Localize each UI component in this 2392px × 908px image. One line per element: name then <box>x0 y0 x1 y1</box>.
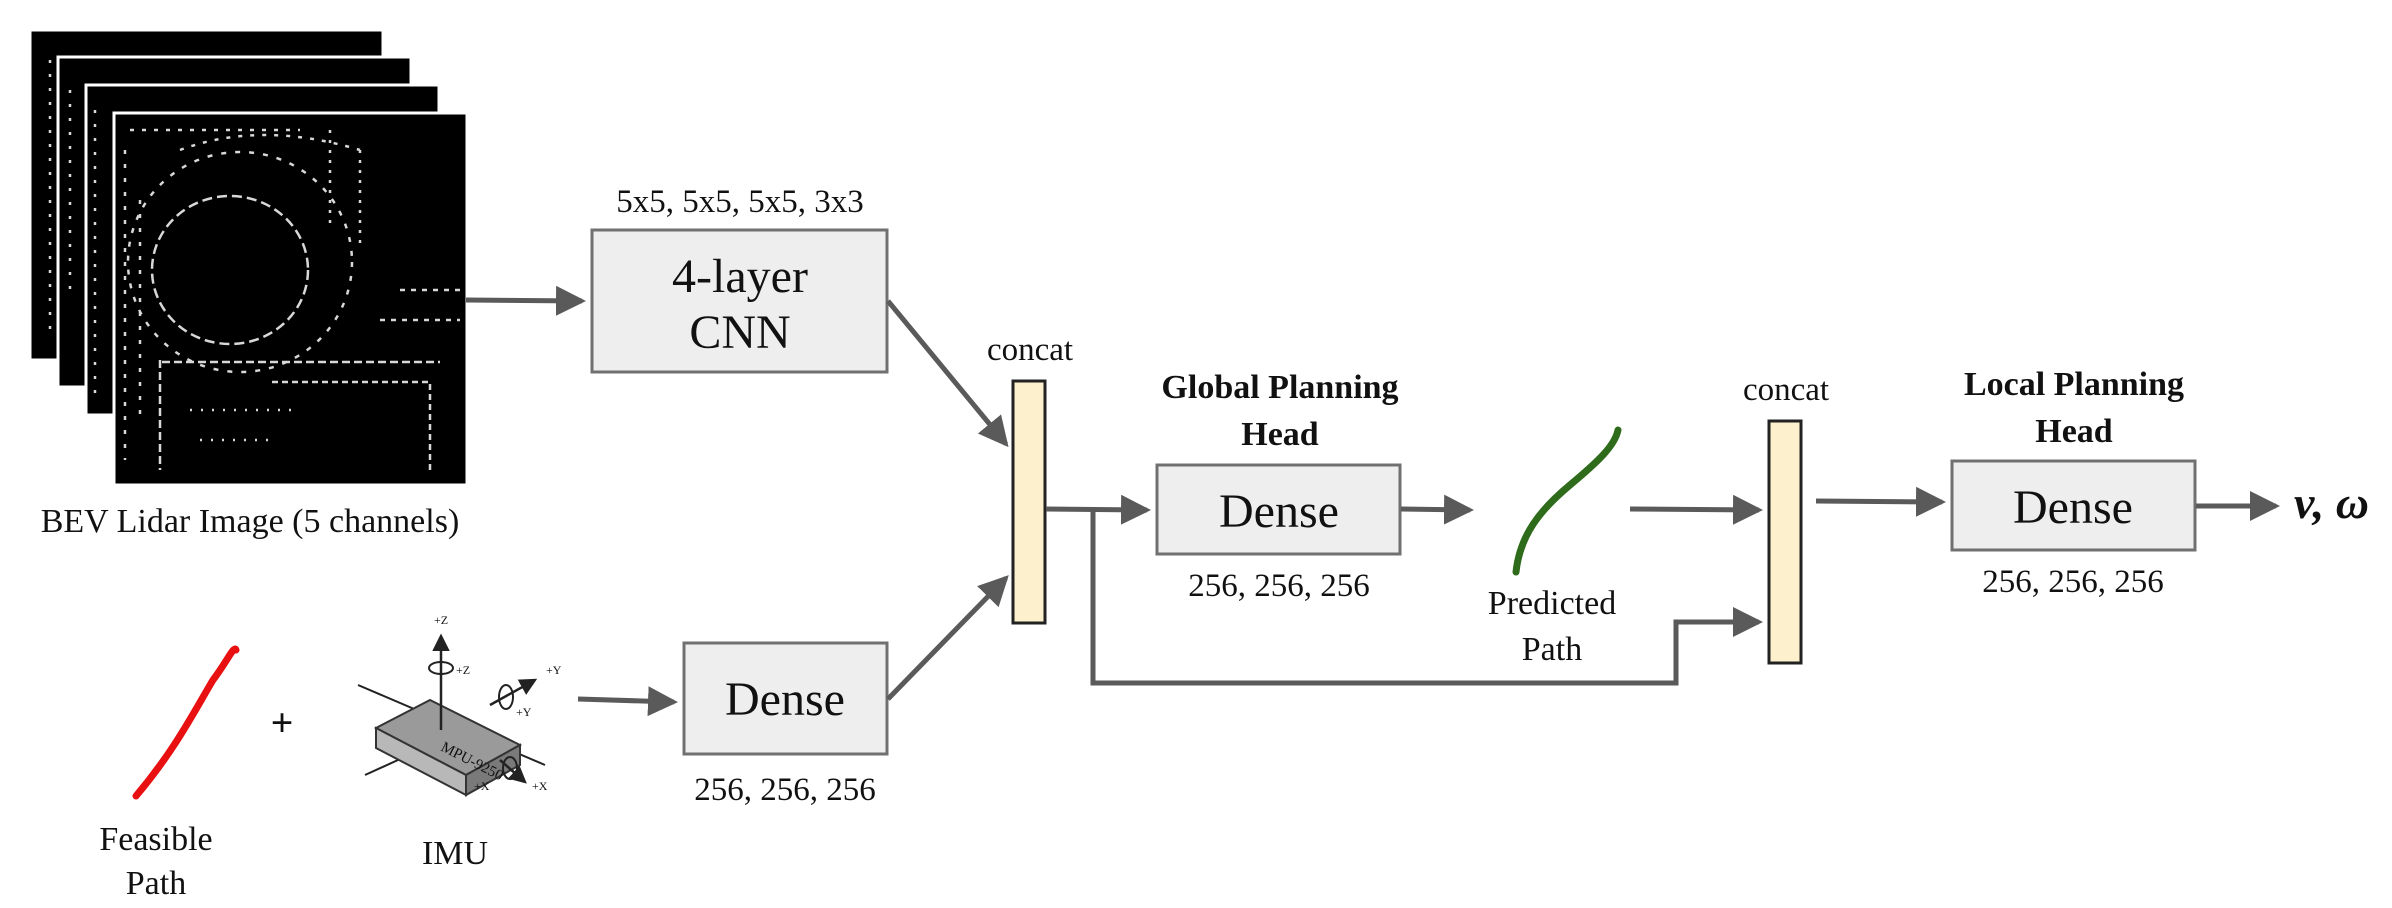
dense-input-dims: 256, 256, 256 <box>694 772 876 808</box>
imu-illustration: MPU-9250 +Z +Z +Y +Y +X +X <box>357 613 562 797</box>
dense-input-label: Dense <box>725 673 845 726</box>
lidar-image-stack <box>28 28 469 487</box>
cnn-box <box>590 228 889 374</box>
cnn-label-line2: CNN <box>689 306 790 359</box>
local-head-dense-label: Dense <box>2013 481 2133 534</box>
imu-caption: IMU <box>422 835 488 872</box>
output-label: v, ω <box>2294 477 2369 528</box>
concat2-label: concat <box>1743 372 1829 408</box>
local-head-dense-box <box>1950 459 2197 552</box>
global-head-dims: 256, 256, 256 <box>1188 568 1370 604</box>
local-head-title-line1: Local Planning <box>1964 366 2184 403</box>
lidar-scan-pattern <box>48 60 460 470</box>
cnn-kernel-sizes: 5x5, 5x5, 5x5, 3x3 <box>616 184 864 220</box>
connections <box>465 285 2281 717</box>
arrow-concat1-to-global-head <box>1045 494 1151 525</box>
concat1-bar <box>1011 379 1047 625</box>
predicted-path-label-line2: Path <box>1522 631 1582 668</box>
arrow-path-to-concat2 <box>1629 494 1763 525</box>
global-head-title-line2: Head <box>1241 416 1319 453</box>
imu-axis-x-right: +X <box>532 779 548 793</box>
arrow-lidar-to-cnn <box>465 285 586 316</box>
imu-axis-y-side: +Y <box>516 705 532 719</box>
lidar-caption: BEV Lidar Image (5 channels) <box>41 503 460 540</box>
predicted-path-curve <box>1512 426 1622 576</box>
concat2-bar <box>1767 419 1803 665</box>
global-head-title-line1: Global Planning <box>1161 369 1398 406</box>
imu-axis-z-top: +Z <box>434 613 448 627</box>
predicted-path-label-line1: Predicted <box>1488 585 1616 622</box>
arrow-cnn-to-concat1 <box>886 299 1009 448</box>
imu-axis-x-left: +X <box>474 779 490 793</box>
arrow-dense-to-concat1 <box>886 575 1009 701</box>
feasible-path-label-line2: Path <box>126 865 186 902</box>
arrow-concat2-to-local-head <box>1815 486 1946 517</box>
global-head-dense-label: Dense <box>1219 485 1339 538</box>
concat1-label: concat <box>987 332 1073 368</box>
arrow-imu-to-dense <box>577 686 678 717</box>
dense-input-box <box>682 641 889 756</box>
lidar-frame-4 <box>112 111 469 487</box>
cnn-label-line1: 4-layer <box>672 250 808 303</box>
feasible-path-label-line1: Feasible <box>99 821 212 858</box>
arrow-skip-concat1-to-concat2 <box>1090 509 1764 686</box>
arrow-global-head-to-path <box>1400 494 1474 525</box>
local-head-title-line2: Head <box>2035 413 2113 450</box>
plus-sign: + <box>271 700 294 745</box>
imu-axis-y-top: +Y <box>546 663 562 677</box>
global-head-dense-box <box>1155 463 1402 556</box>
feasible-path-curve <box>132 645 240 800</box>
imu-axis-z-side: +Z <box>456 663 470 677</box>
local-head-dims: 256, 256, 256 <box>1982 564 2164 600</box>
